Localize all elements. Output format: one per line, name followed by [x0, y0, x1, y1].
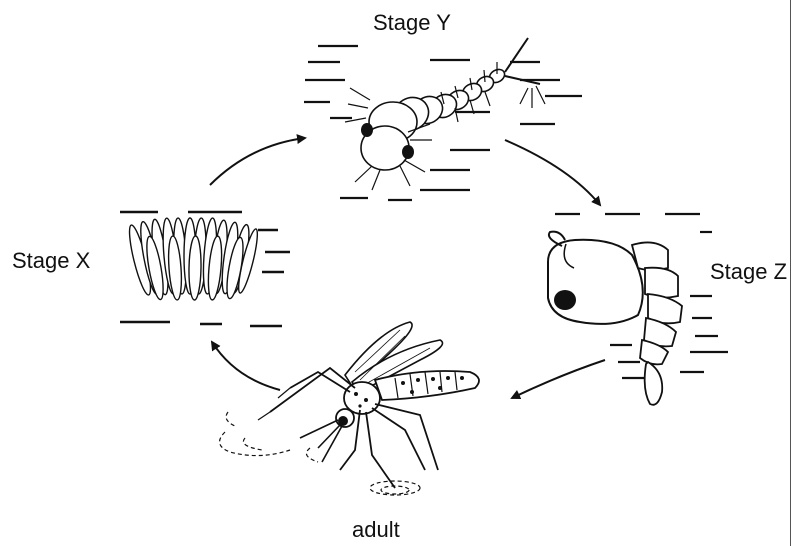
stage-z-label: Stage Z — [710, 261, 787, 283]
arrow-z-to-adult — [512, 360, 605, 398]
stage-x-label: Stage X — [12, 250, 90, 272]
adult-label: adult — [352, 519, 400, 541]
arrow-y-to-z — [505, 140, 600, 205]
arrow-adult-to-x — [212, 342, 280, 390]
stage-y-label: Stage Y — [373, 12, 451, 34]
arrow-x-to-y — [210, 138, 305, 185]
mosquito-icon — [220, 322, 479, 495]
pupa-icon — [548, 214, 728, 405]
egg-raft-icon — [120, 212, 290, 326]
larva-icon — [304, 38, 582, 200]
